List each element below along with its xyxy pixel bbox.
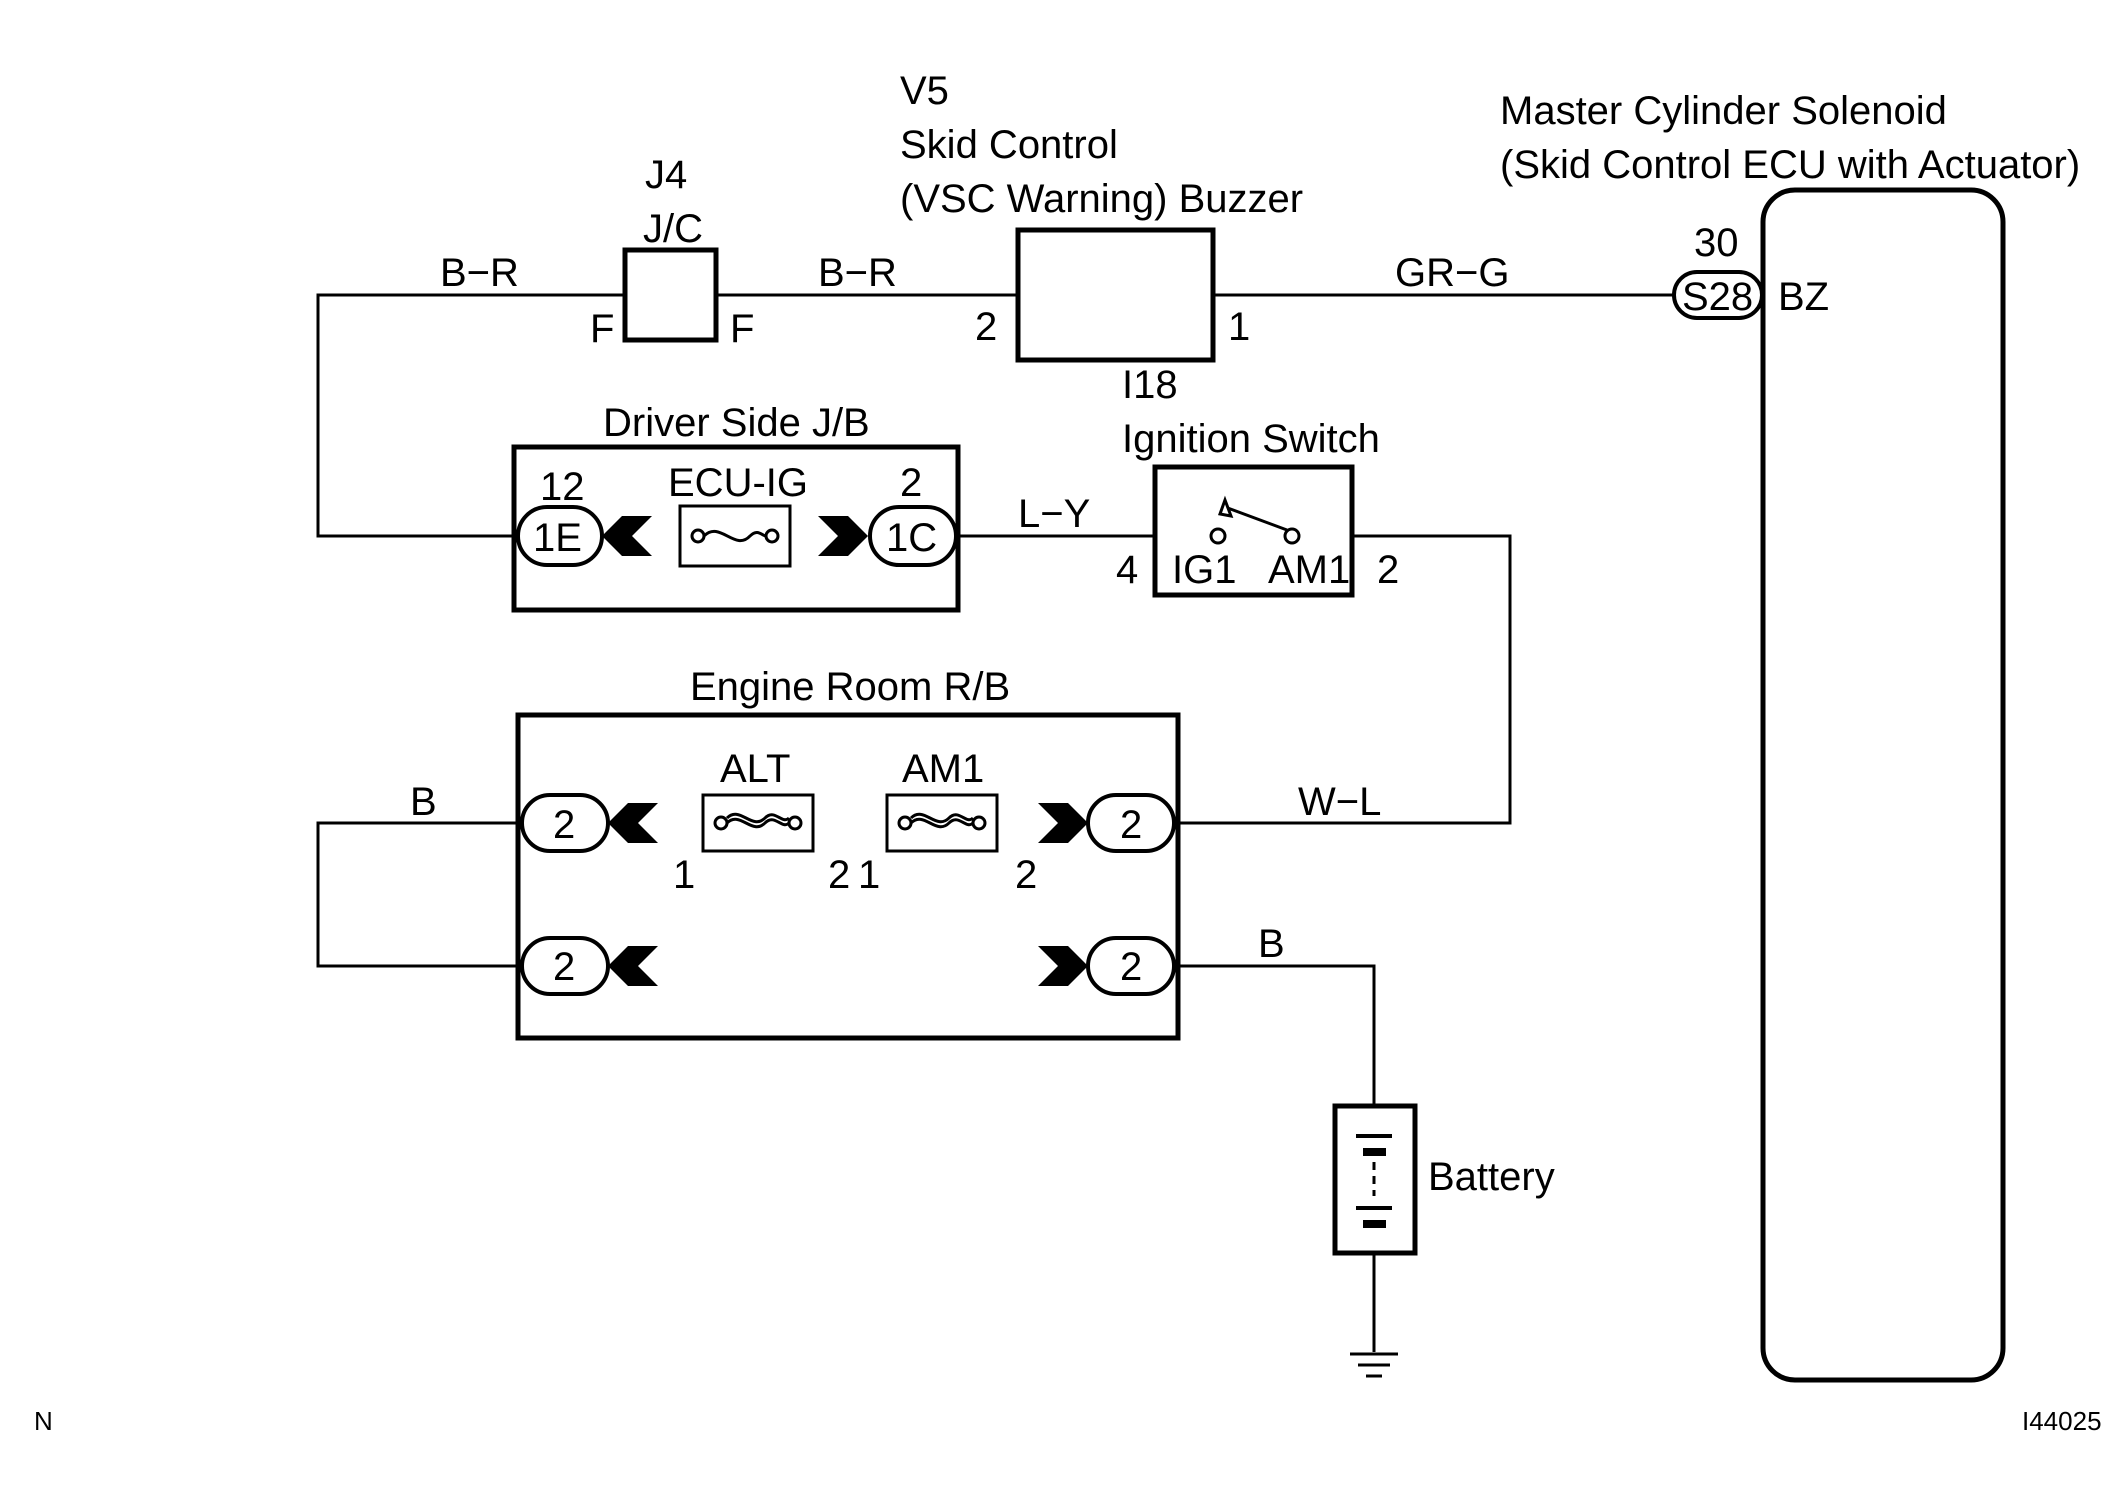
wire-b-battery (1175, 964, 1376, 1106)
rb-connector-bottom-right-label: 2 (1120, 945, 1142, 989)
fuse-am1-terminal-left (897, 815, 913, 831)
wire-label-ign-rb: W−L (1298, 780, 1381, 824)
ign-contact-right (1283, 527, 1301, 545)
fuse-terminal-left (690, 528, 706, 544)
figure-id: I44025 (2022, 1406, 2102, 1436)
wire-label-jc-buzzer: B−R (818, 251, 897, 295)
fuse-alt-pin-left: 1 (673, 853, 695, 897)
wire-b-r-left (316, 293, 625, 538)
ign-switch-tip (1217, 495, 1234, 518)
driver-jb-left-pin: 12 (540, 465, 585, 509)
ecu-connector: S28 (1682, 275, 1753, 319)
buzzer-name-line1: Skid Control (900, 123, 1118, 167)
fuse-alt-terminal-right (787, 815, 803, 831)
ign-switch-arm (1224, 505, 1288, 532)
buzzer-connector: I18 (1122, 363, 1178, 407)
rb-connector-top-left-label: 2 (553, 803, 575, 847)
ign-term-left: IG1 (1172, 548, 1236, 592)
fuse-element (702, 529, 767, 543)
ign-term-right: AM1 (1268, 548, 1350, 592)
footer-left-code: N (34, 1406, 53, 1436)
wire-label-jb-ign: L−Y (1018, 492, 1090, 536)
connector-1c-label: 1C (886, 516, 937, 560)
rb-connector-top-right-label: 2 (1120, 803, 1142, 847)
rb-fuse-am1-label: AM1 (902, 747, 984, 791)
fuse-alt-element-1 (725, 817, 791, 829)
connector-1e-label: 1E (533, 516, 582, 560)
ignition-switch: Ignition Switch IG1 AM1 4 2 (1116, 417, 1399, 598)
rb-fuse-alt-label: ALT (720, 747, 790, 791)
ecu-box (1760, 187, 2006, 1383)
wire-labels: B−R B−R GR−G L−Y W−L B B (410, 251, 1509, 966)
wire-b-left (316, 821, 522, 968)
rb-arrow-bottom-left (608, 946, 658, 986)
driver-jb-right-pin: 2 (900, 461, 922, 505)
fuse-alt-element-2 (725, 812, 791, 824)
buzzer-pin-out: 1 (1228, 305, 1250, 349)
connector-1c (868, 505, 958, 567)
jc-code: J4 (645, 153, 687, 197)
skid-control-buzzer: V5 Skid Control (VSC Warning) Buzzer 2 1… (900, 69, 1303, 407)
fuse-alt-terminal-left (713, 815, 729, 831)
ecu-terminal: BZ (1778, 275, 1829, 319)
ign-pin-right: 2 (1377, 548, 1399, 592)
fuse-am1-pin-left: 1 (858, 853, 880, 897)
ecu-pin-number: 30 (1694, 221, 1739, 265)
wire-label-buzzer-ecu: GR−G (1395, 251, 1509, 295)
jc-name: J/C (643, 207, 703, 251)
buzzer-code: V5 (900, 69, 949, 113)
ecu-name-line1: Master Cylinder Solenoid (1500, 89, 1947, 133)
ecu-connector-pill (1672, 270, 1764, 320)
buzzer-box (1015, 227, 1216, 363)
driver-jb-title: Driver Side J/B (603, 401, 870, 445)
ecu-name-line2: (Skid Control ECU with Actuator) (1500, 143, 2080, 187)
driver-side-jb: Driver Side J/B 12 ECU-IG 2 1E 1C (511, 401, 961, 613)
driver-jb-fuse-label: ECU-IG (668, 461, 808, 505)
battery-box (1332, 1103, 1418, 1256)
jc-pin-left: F (590, 307, 614, 351)
connector-arrow-1e (602, 516, 652, 556)
rb-connector-bottom-left-label: 2 (553, 945, 575, 989)
engine-rb-title: Engine Room R/B (690, 665, 1010, 709)
rb-arrow-top-left (608, 803, 658, 843)
fuse-am1-element-2 (909, 812, 975, 824)
rb-connector-top-right (1086, 793, 1176, 853)
master-cylinder-solenoid-ecu: Master Cylinder Solenoid (Skid Control E… (1500, 89, 2080, 1383)
fuse-am1-terminal-right (971, 815, 987, 831)
jc-box (622, 247, 719, 343)
junction-connector-j4: J4 J/C F F (590, 153, 754, 351)
ignition-switch-title: Ignition Switch (1122, 417, 1380, 461)
rb-connector-bottom-right (1086, 936, 1176, 996)
ign-pin-left: 4 (1116, 548, 1138, 592)
jc-pin-right: F (730, 307, 754, 351)
fuse-alt-pin-right: 2 (828, 853, 850, 897)
fuse-am1-element-1 (909, 817, 975, 829)
wire-w-l (1175, 534, 1512, 825)
rb-arrow-top-right (1038, 803, 1088, 843)
fuse-am1-pin-right: 2 (1015, 853, 1037, 897)
wire-label-rb-battery: B (1258, 922, 1285, 966)
fuse-terminal-right (764, 528, 780, 544)
engine-room-rb: Engine Room R/B 2 ALT AM1 1 2 1 2 2 2 (515, 665, 1181, 1041)
connector-arrow-1c (818, 516, 868, 556)
buzzer-name-line2: (VSC Warning) Buzzer (900, 177, 1303, 221)
ignition-switch-box (1152, 464, 1355, 598)
battery: Battery (1332, 1103, 1555, 1256)
ground-icon (1350, 1352, 1398, 1378)
battery-label: Battery (1428, 1155, 1555, 1199)
wire-label-left-top: B−R (440, 251, 519, 295)
ign-contact-left (1209, 527, 1227, 545)
wire-label-left-bottom: B (410, 780, 437, 824)
rb-arrow-bottom-right (1038, 946, 1088, 986)
buzzer-pin-in: 2 (975, 305, 997, 349)
